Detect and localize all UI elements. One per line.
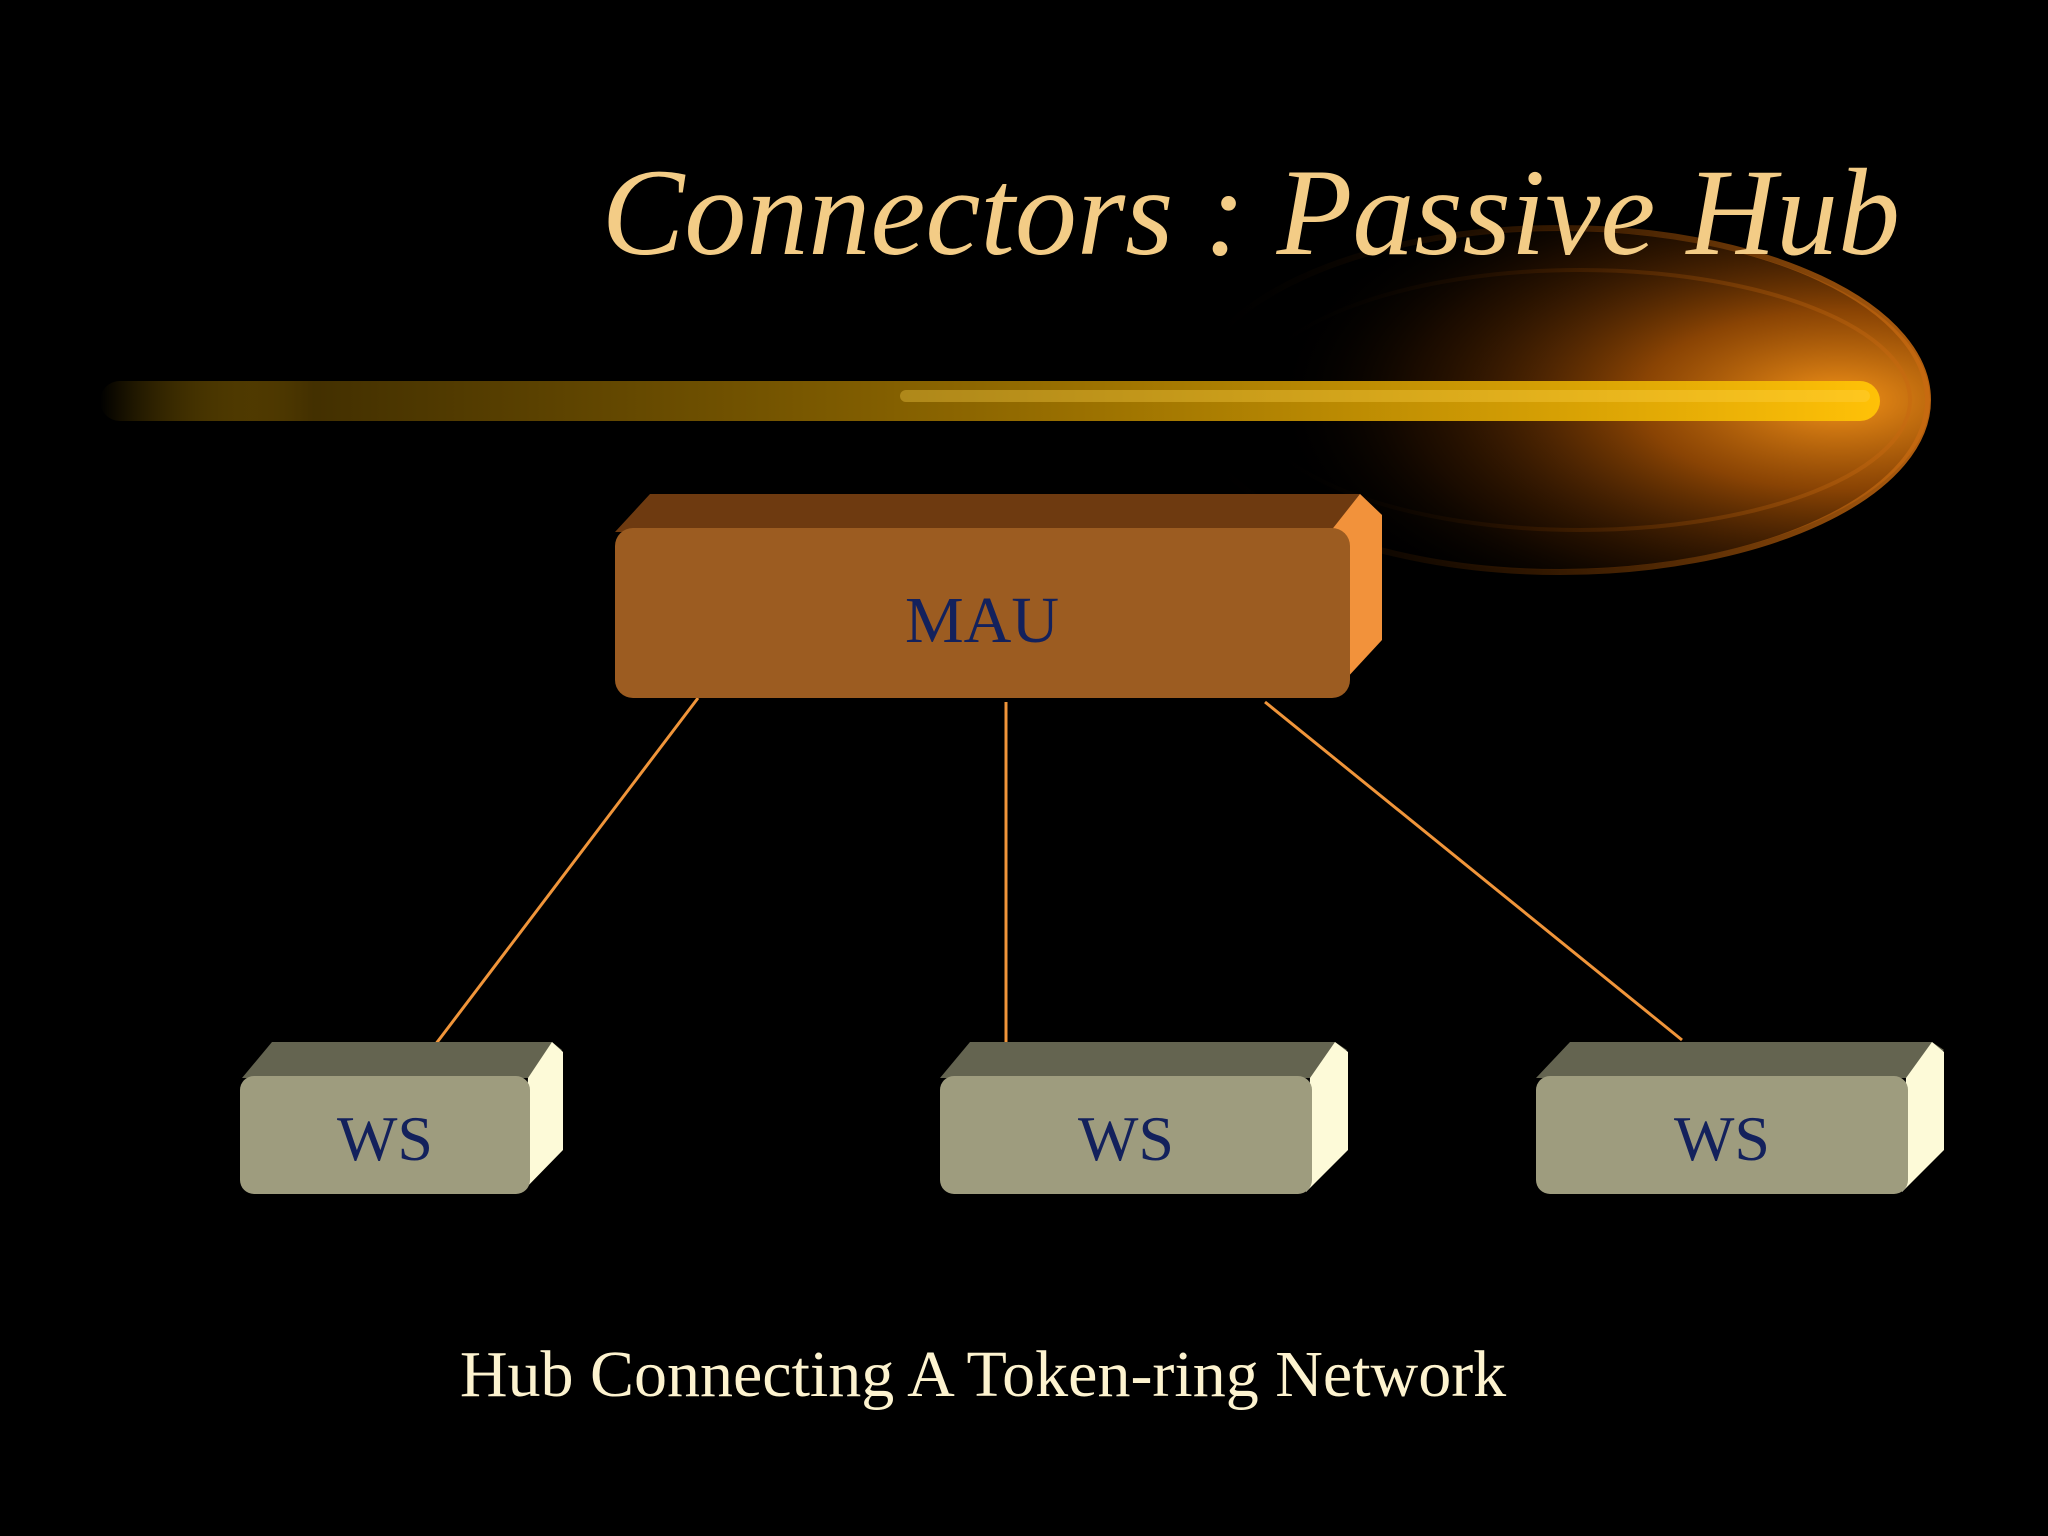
workstation-3-top (1536, 1042, 1944, 1078)
workstation-box-1: WS (240, 1042, 563, 1194)
workstation-1-side (522, 1042, 563, 1192)
workstation-2-top (940, 1042, 1347, 1078)
swoosh-bar (100, 381, 1880, 421)
link-right (1264, 700, 1683, 1042)
workstation-3-front (1536, 1076, 1908, 1194)
slide-title: Connectors : Passive Hub (601, 144, 1900, 281)
links (408, 697, 1683, 1079)
hub-label: MAU (905, 584, 1059, 657)
workstation-1-label: WS (337, 1103, 433, 1174)
workstation-3-label: WS (1674, 1103, 1770, 1174)
hub-box-top (615, 494, 1382, 532)
swoosh-decoration (100, 225, 1931, 575)
workstation-2-front (940, 1076, 1312, 1194)
workstation-2-side (1306, 1042, 1348, 1192)
workstation-1-front (240, 1076, 530, 1194)
hub-box: MAU (615, 494, 1382, 698)
swoosh-bar-highlight (900, 390, 1870, 402)
hub-box-front (615, 528, 1350, 698)
workstation-3-side (1902, 1042, 1944, 1192)
workstation-box-3: WS (1536, 1042, 1944, 1194)
workstation-2-label: WS (1078, 1103, 1174, 1174)
workstation-1-top (242, 1042, 562, 1078)
link-left (408, 697, 700, 1079)
workstation-box-2: WS (940, 1042, 1348, 1194)
slide-caption: Hub Connecting A Token-ring Network (459, 1338, 1507, 1411)
